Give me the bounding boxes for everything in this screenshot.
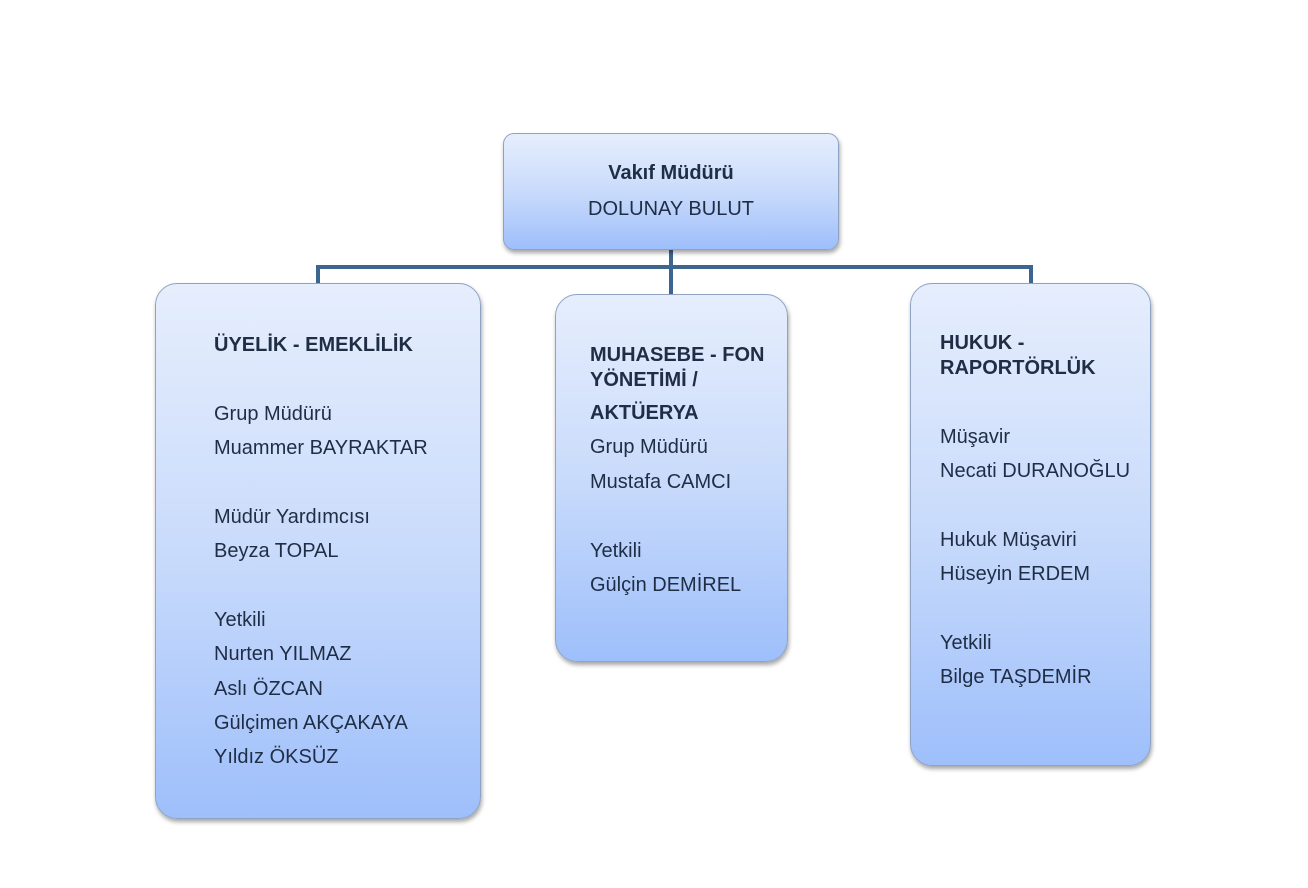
- department-heading: MUHASEBE - FON: [590, 344, 765, 366]
- root-node-name: DOLUNAY BULUT: [588, 198, 754, 220]
- role-title: Grup Müdürü: [214, 403, 332, 425]
- person-name: Mustafa CAMCI: [590, 471, 732, 493]
- person-name: Necati DURANOĞLU: [940, 460, 1131, 482]
- person-name: Gülçin DEMİREL: [590, 574, 742, 596]
- role-title: Yetkili: [940, 632, 992, 654]
- department-heading: YÖNETİMİ /: [590, 369, 698, 391]
- department-heading: RAPORTÖRLÜK: [940, 357, 1096, 379]
- role-title: Müşavir: [940, 426, 1011, 448]
- role-title: Yetkili: [214, 609, 266, 631]
- person-name: Yıldız ÖKSÜZ: [214, 746, 339, 768]
- department-heading: AKTÜERYA: [590, 402, 699, 424]
- person-name: Gülçimen AKÇAKAYA: [214, 712, 408, 734]
- department-box-uyelik-emeklilik: ÜYELİK - EMEKLİLİK Grup Müdürü Muammer B…: [155, 283, 481, 819]
- person-name: Aslı ÖZCAN: [214, 678, 323, 700]
- department-box-hukuk-raportorluk: HUKUK - RAPORTÖRLÜK Müşavir Necati DURAN…: [910, 283, 1151, 766]
- root-node-title: Vakıf Müdürü: [608, 162, 734, 184]
- person-name: Hüseyin ERDEM: [940, 563, 1091, 585]
- person-name: Beyza TOPAL: [214, 540, 339, 562]
- root-node-box: Vakıf Müdürü DOLUNAY BULUT: [503, 133, 839, 250]
- department-heading: ÜYELİK - EMEKLİLİK: [214, 334, 413, 356]
- role-title: Hukuk Müşaviri: [940, 529, 1077, 551]
- person-name: Nurten YILMAZ: [214, 643, 352, 665]
- role-title: Yetkili: [590, 540, 642, 562]
- role-title: Grup Müdürü: [590, 436, 708, 458]
- department-box-muhasebe-fon-yonetimi: MUHASEBE - FON YÖNETİMİ / AKTÜERYA Grup …: [555, 294, 788, 662]
- person-name: Muammer BAYRAKTAR: [214, 437, 428, 459]
- role-title: Müdür Yardımcısı: [214, 506, 370, 528]
- person-name: Bilge TAŞDEMİR: [940, 666, 1092, 688]
- department-heading: HUKUK -: [940, 332, 1025, 354]
